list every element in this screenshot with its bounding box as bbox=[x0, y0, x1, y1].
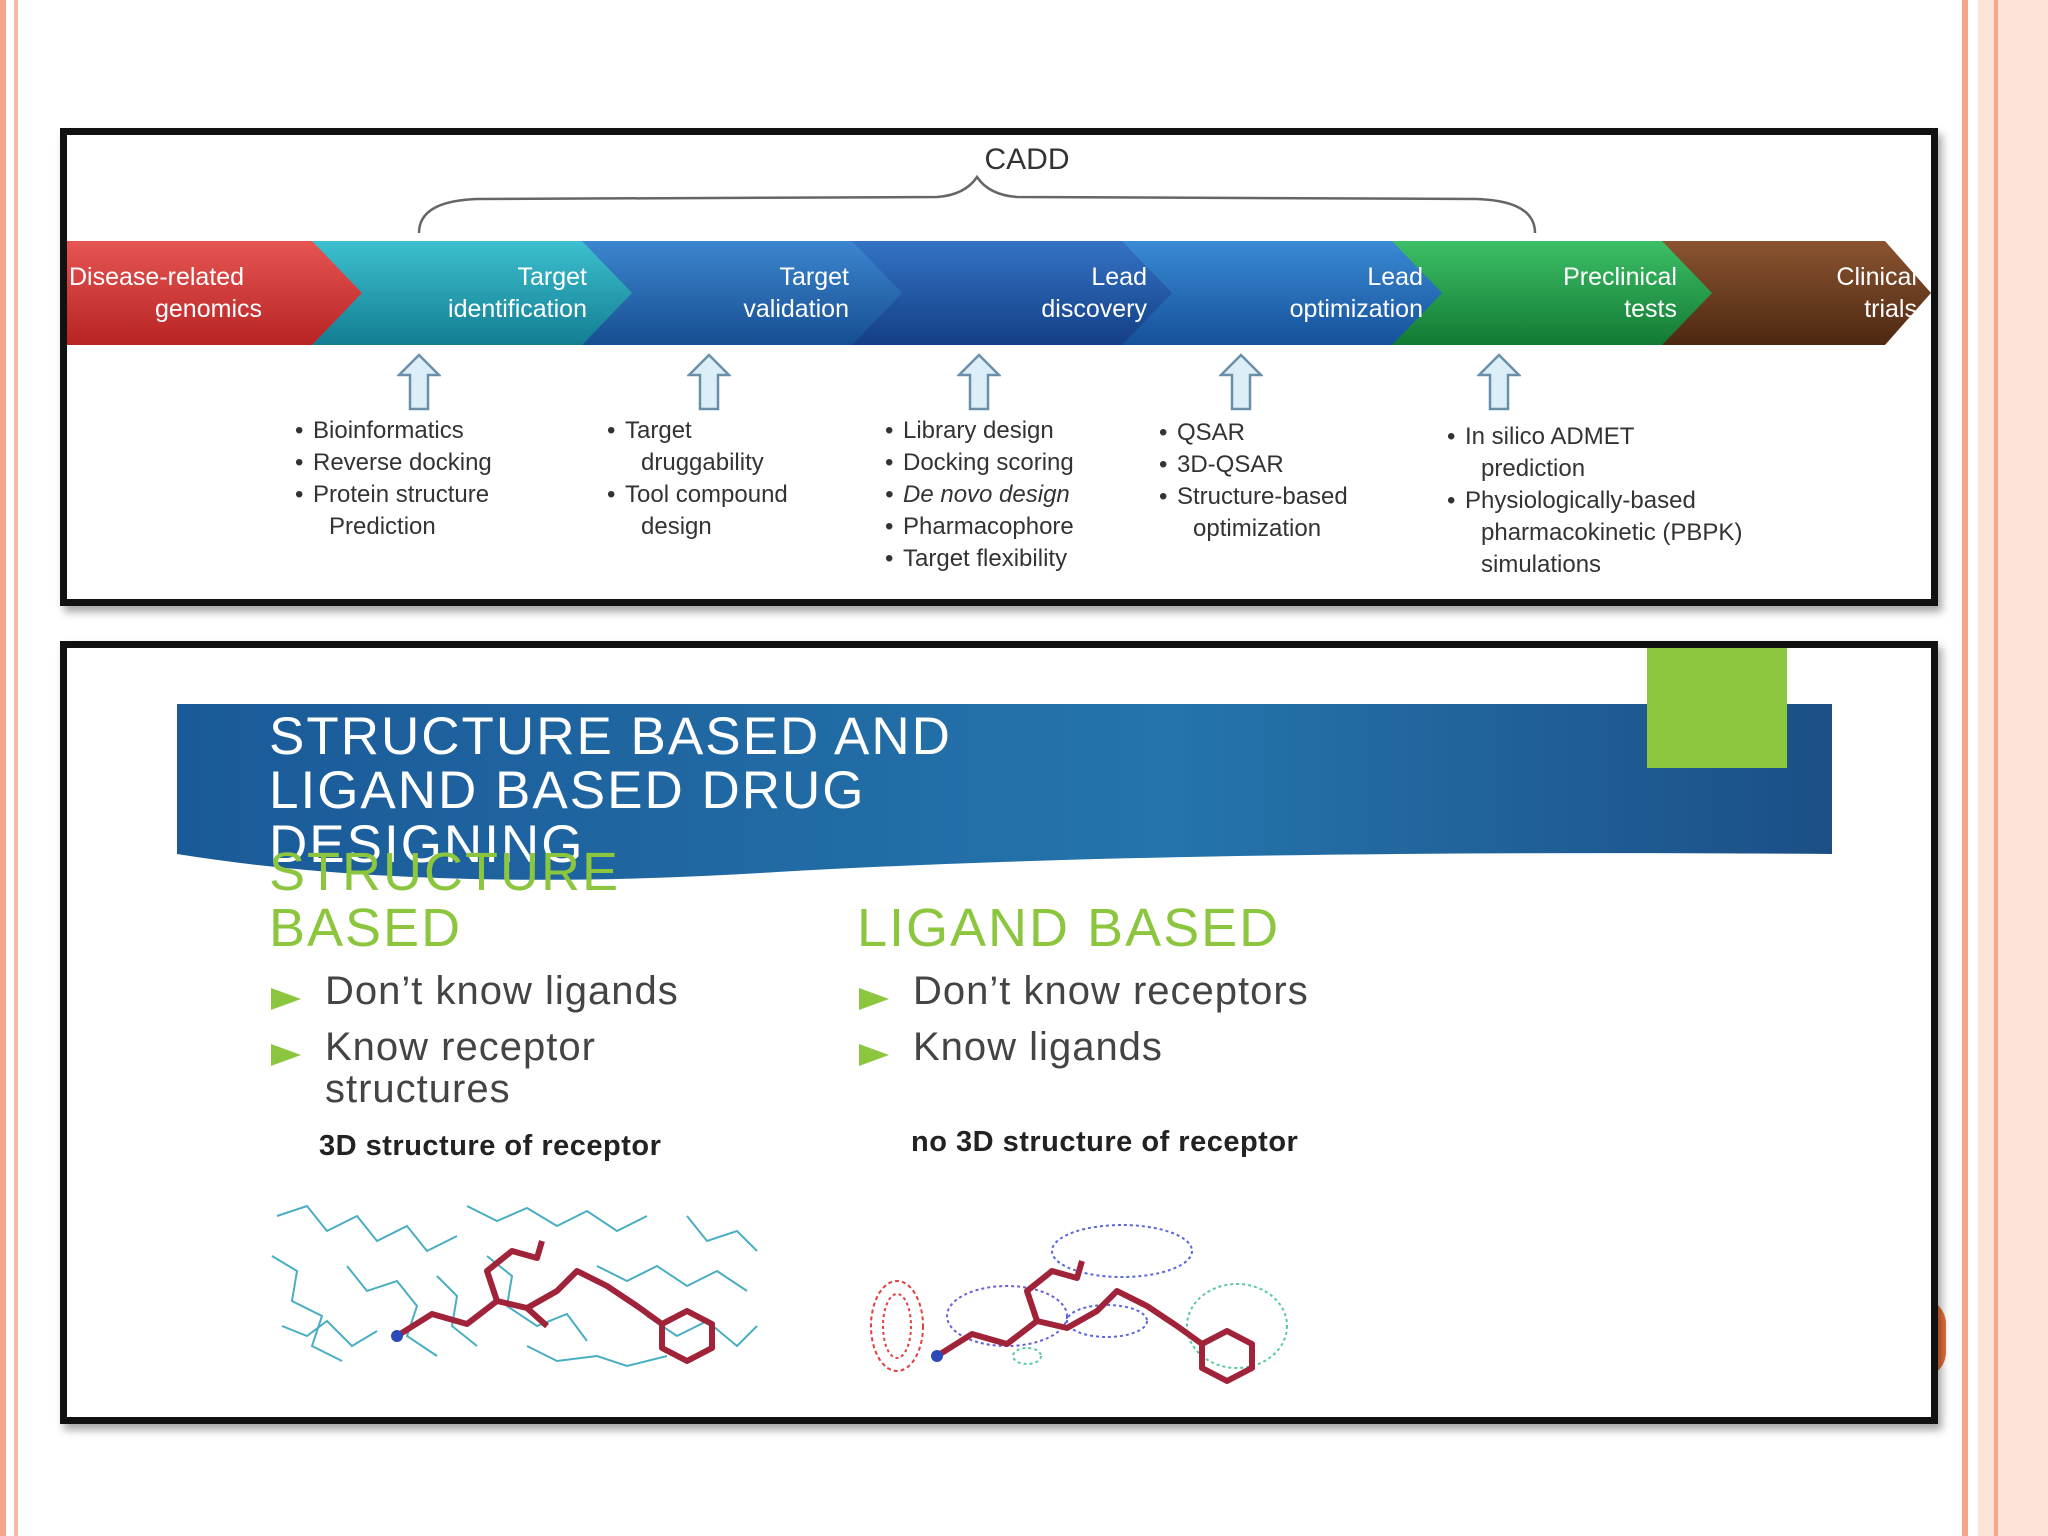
up-arrow-icon bbox=[1219, 353, 1263, 411]
structure-caption: 3D structure of receptor bbox=[319, 1130, 662, 1162]
bullet-arrow-icon bbox=[859, 988, 889, 1010]
bullet-arrow-icon bbox=[859, 1044, 889, 1066]
method-item: De novo design bbox=[885, 479, 1074, 511]
structure-point-1: Don’t know ligands bbox=[325, 969, 679, 1013]
method-item: Reverse docking bbox=[295, 447, 492, 479]
method-item: optimization bbox=[1193, 515, 1322, 542]
stage-chevron-2 bbox=[312, 241, 637, 345]
stage-chevron-3 bbox=[582, 241, 907, 345]
up-arrow-icon bbox=[397, 353, 441, 411]
method-item: Protein structure bbox=[295, 479, 492, 511]
method-item: simulations bbox=[1481, 551, 1602, 578]
up-arrow-icon bbox=[687, 353, 731, 411]
slide-title: STRUCTURE BASED AND LIGAND BASED DRUG DE… bbox=[269, 707, 952, 874]
right-border-rule bbox=[1962, 0, 1968, 1536]
ligand-point-1: Don’t know receptors bbox=[913, 969, 1309, 1013]
methods-list-target-validation: Target druggability Tool compound design bbox=[607, 415, 788, 543]
up-arrow-icon bbox=[1477, 353, 1521, 411]
title-banner bbox=[177, 704, 1832, 880]
method-item: Pharmacophore bbox=[885, 511, 1074, 543]
method-item: In silico ADMET bbox=[1447, 421, 1742, 453]
method-item: Target bbox=[607, 415, 788, 447]
right-border-band bbox=[1978, 0, 2048, 1536]
method-item: design bbox=[641, 513, 712, 540]
ligand-caption: no 3D structure of receptor bbox=[911, 1126, 1299, 1158]
ligand-based-heading: LIGAND BASED bbox=[857, 898, 1281, 958]
methods-list-lead-discovery: Library design Docking scoring De novo d… bbox=[885, 415, 1074, 575]
pipeline-chevrons bbox=[67, 241, 1931, 345]
cadd-title: CADD bbox=[984, 143, 1070, 176]
bullet-arrow-icon bbox=[271, 988, 301, 1010]
methods-list-preclinical: In silico ADMET prediction Physiological… bbox=[1447, 421, 1742, 581]
method-item: Docking scoring bbox=[885, 447, 1074, 479]
left-border-rule-inner bbox=[14, 0, 18, 1536]
ligand-pharmacophore-image bbox=[870, 1224, 1288, 1384]
bullet-arrow-icon bbox=[271, 1044, 301, 1066]
stage-chevron-6 bbox=[1392, 241, 1717, 345]
receptor-ligand-structure-image bbox=[271, 1204, 758, 1368]
structure-ligand-slide: STRUCTURE BASED AND LIGAND BASED DRUG DE… bbox=[60, 641, 1938, 1424]
method-item: pharmacokinetic (PBPK) bbox=[1481, 519, 1743, 546]
method-item: Structure-based bbox=[1159, 481, 1348, 513]
right-border-band-line bbox=[1994, 0, 1998, 1536]
stage-chevron-1 bbox=[67, 241, 367, 345]
method-item: Physiologically-based bbox=[1447, 485, 1742, 517]
method-item: Prediction bbox=[329, 513, 436, 540]
structure-point-2: Know receptor bbox=[325, 1025, 596, 1069]
stage-chevron-4 bbox=[852, 241, 1177, 345]
method-item: Bioinformatics bbox=[295, 415, 492, 447]
method-item: 3D-QSAR bbox=[1159, 449, 1348, 481]
stage-chevron-7 bbox=[1662, 241, 1931, 345]
ligand-point-2: Know ligands bbox=[913, 1025, 1163, 1069]
method-item: druggability bbox=[641, 449, 764, 476]
methods-list-lead-optimization: QSAR 3D-QSAR Structure-based optimizatio… bbox=[1159, 417, 1348, 545]
cadd-brace bbox=[417, 175, 1537, 234]
accent-square bbox=[1647, 648, 1787, 768]
structure-point-2-cont: structures bbox=[325, 1067, 511, 1111]
method-item: Tool compound bbox=[607, 479, 788, 511]
method-item: Target flexibility bbox=[885, 543, 1074, 575]
method-item: QSAR bbox=[1159, 417, 1348, 449]
method-item: Library design bbox=[885, 415, 1074, 447]
methods-list-target-identification: Bioinformatics Reverse docking Protein s… bbox=[295, 415, 492, 543]
structure-based-heading: STRUCTURE BASED bbox=[269, 842, 620, 958]
stage-chevron-5 bbox=[1122, 241, 1447, 345]
up-arrow-icon bbox=[957, 353, 1001, 411]
left-border-rule bbox=[0, 0, 6, 1536]
method-item: prediction bbox=[1481, 455, 1586, 482]
